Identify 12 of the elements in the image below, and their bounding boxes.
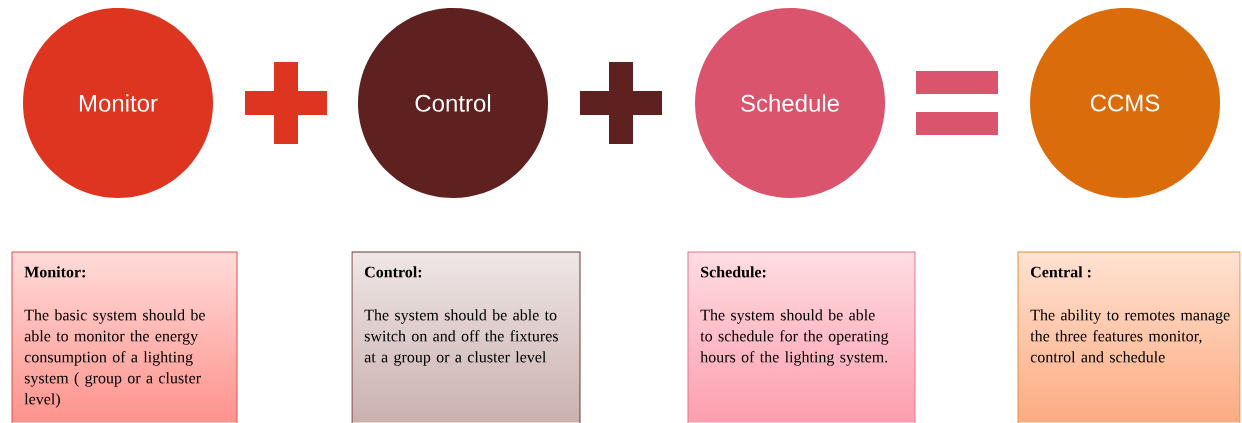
box-heading: Control: [365, 266, 422, 278]
box-heading: Schedule: [701, 266, 766, 278]
description-box [351, 251, 581, 423]
box-heading: Monitor: [24, 266, 85, 278]
description-box [687, 251, 916, 423]
description-box [1017, 251, 1241, 423]
box-heading: Central : [1031, 266, 1091, 278]
description-box [11, 251, 238, 423]
box-description: The system should be able to switch on and off the fixtures at a group or a cluster level [364, 309, 558, 366]
box-description: The ability to remotes manage the three features monitor, control and schedule [1030, 309, 1230, 363]
box-description: The system should be able to schedule for the operating hours of the lighting system. [700, 309, 889, 366]
box-description: The basic system should be able to monitor the energy consumption of a lighting system ( group or a cluster level) [24, 309, 205, 408]
